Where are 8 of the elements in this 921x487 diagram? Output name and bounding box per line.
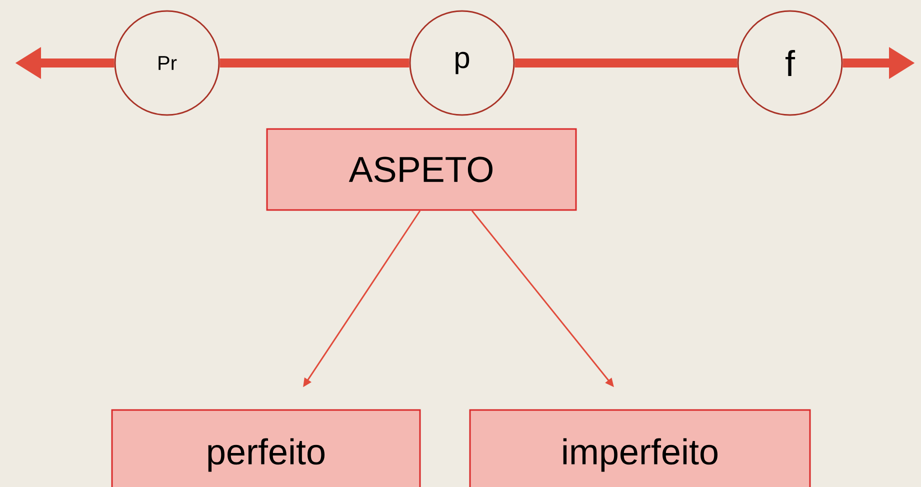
text-box: imperfeito: [469, 409, 811, 487]
circle-node: f: [737, 10, 843, 116]
connector-line: [514, 58, 738, 68]
text-box: perfeito: [111, 409, 421, 487]
circle-node: p: [409, 10, 515, 116]
text-box: ASPETO: [266, 128, 577, 211]
circle-node: Pr: [114, 10, 220, 116]
connector-line: [220, 58, 410, 68]
